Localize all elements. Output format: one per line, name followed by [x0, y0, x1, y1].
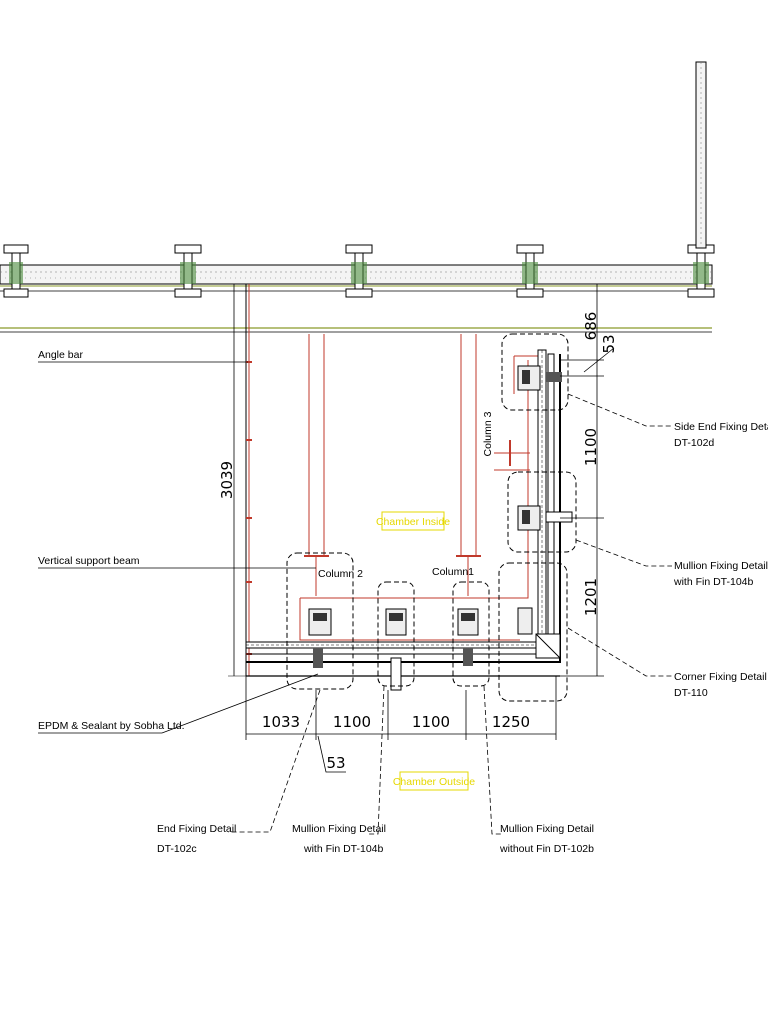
dim-686-label: 686	[582, 312, 600, 341]
leader-corner	[567, 627, 672, 677]
label-mullion-nofin-2: without Fin DT-102b	[499, 843, 594, 855]
chamber-inside-box	[381, 511, 445, 531]
leader-end-fixing	[228, 689, 321, 833]
label-chamber-outside: Chamber Outside	[393, 776, 475, 788]
label-column-3: Column 3	[482, 411, 494, 456]
callout-box-corner	[498, 562, 568, 702]
dim-1100-right-label: 1100	[582, 428, 600, 466]
label-column-1: Column1	[432, 566, 474, 578]
label-corner-2: DT-110	[674, 687, 708, 699]
callout-box-mullion-fin-right	[507, 471, 577, 553]
chamber-outside-box	[399, 771, 469, 791]
label-angle-bar: Angle bar	[38, 349, 83, 361]
label-mullion-fin-right-1: Mullion Fixing Detail	[674, 560, 768, 572]
dim-1100-b-label: 1100	[412, 713, 450, 731]
label-epdm-sealant: EPDM & Sealant by Sobha Ltd.	[38, 720, 185, 732]
bracket-side-end	[517, 365, 562, 391]
dim-1201-label: 1201	[582, 578, 600, 616]
callout-box-side-end	[501, 333, 569, 411]
column-3-member	[494, 355, 540, 471]
callout-box-mullion-nofin	[452, 581, 490, 687]
slab-column-4	[516, 244, 544, 298]
slab-column-5	[687, 244, 715, 298]
slab-column-1	[3, 244, 29, 298]
vertical-support-beam	[245, 284, 252, 676]
callout-box-end-fixing	[286, 552, 354, 690]
label-end-fixing-1: End Fixing Detail	[157, 823, 236, 835]
label-chamber-inside: Chamber Inside	[376, 516, 450, 528]
label-mullion-nofin-1: Mullion Fixing Detail	[500, 823, 594, 835]
leader-side-end	[567, 393, 672, 427]
label-end-fixing-2: DT-102c	[157, 843, 197, 855]
dim-1100-a-label: 1100	[333, 713, 371, 731]
label-mullion-fin-bottom-2: with Fin DT-104b	[303, 843, 384, 855]
label-side-end-1: Side End Fixing Detail	[674, 421, 768, 433]
dim-1033-label: 1033	[262, 713, 300, 731]
slab-column-2	[174, 244, 202, 298]
dimension-right-chain	[560, 283, 615, 677]
dimension-bottom-chain	[245, 676, 557, 773]
label-mullion-fin-bottom-1: Mullion Fixing Detail	[292, 823, 386, 835]
bracket-mullion-fin-right	[517, 505, 573, 531]
column-2-member	[304, 334, 329, 596]
bracket-end-fixing	[308, 608, 332, 668]
label-side-end-2: DT-102d	[674, 437, 714, 449]
callout-box-mullion-fin-bottom	[377, 581, 415, 687]
dim-53-bottom-label: 53	[326, 754, 345, 772]
bracket-mullion-fin-bottom	[385, 608, 407, 691]
vertical-wall	[695, 61, 707, 249]
label-corner-1: Corner Fixing Detail	[674, 671, 767, 683]
dim-53-top-label: 53	[600, 334, 618, 353]
label-column-2: Column 2	[318, 568, 363, 580]
leader-mullion-fin-right	[575, 539, 672, 567]
red-frame	[299, 360, 529, 641]
slab-column-3	[345, 244, 373, 298]
bracket-mullion-nofin	[457, 608, 479, 666]
label-mullion-fin-right-2: with Fin DT-104b	[673, 576, 754, 588]
leader-mullion-fin-bottom	[368, 685, 385, 835]
dimension-3039: 3039	[218, 283, 246, 677]
column-1-member	[456, 334, 481, 596]
dim-1250-label: 1250	[492, 713, 530, 731]
leader-mullion-nofin	[483, 685, 502, 835]
label-vertical-support-beam: Vertical support beam	[38, 555, 140, 567]
bracket-corner	[517, 607, 561, 659]
dim-3039-label: 3039	[218, 461, 236, 499]
